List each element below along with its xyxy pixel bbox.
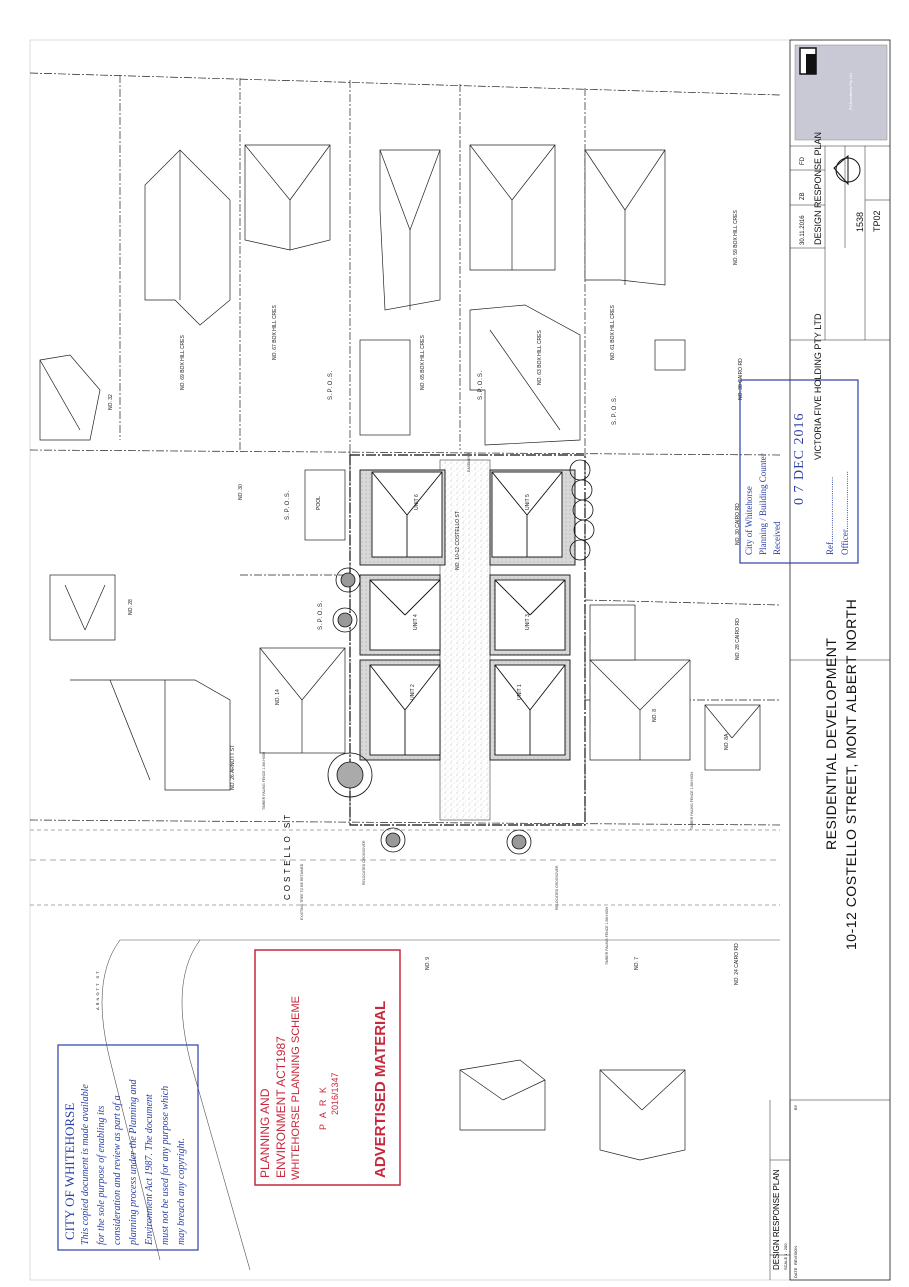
spos-label: S.P.O.S. [612,394,618,425]
advertised-app-no: 2016/1347 [330,1072,340,1115]
lot-label: NO. 28 CAIRO RD [735,618,741,660]
by-header: BY [793,1104,798,1110]
lot-label: NO. 8 [652,708,658,722]
lot-label: NO. 32 [108,394,114,410]
scale-label: SCALE 1 : 200 [783,1243,788,1270]
title-line-1: RESIDENTIAL DEVELOPMENT [823,637,839,850]
lot-label: NO. 7 [634,956,640,970]
copy-stamp-line: consideration and review as part of a [112,1095,123,1245]
lot-label: NO. 30 [238,484,244,500]
crossover-note: RELOCATED CROSSOVER [362,840,366,885]
advertised-line-1: PLANNING AND [258,1088,272,1178]
spos-label: S.P.O.S. [478,369,484,400]
title-line-2: 10-12 COSTELLO STREET, MONT ALBERT NORTH [843,598,859,950]
unit-label: UNIT 5 [525,494,531,510]
job-number: 1538 [855,211,865,232]
fence-note: TIMBER PALING FENCE 1.8M HIGH [605,906,609,965]
lot-label: NO. 38 CAIRO RD [738,358,744,400]
copy-stamp-line: may breach any copyright. [176,1138,187,1245]
advertised-stamp-frame [254,949,401,1186]
unit-label: UNIT 1 [517,684,523,700]
lot-label: NO. 24 CAIRO RD [734,943,740,985]
lot-label: NO. 14 [275,689,281,705]
copy-stamp-header: CITY OF WHITEHORSE [62,1102,77,1240]
lot-label: NO. 28 [128,599,134,615]
copy-stamp-line: This copied document is made available [80,1084,91,1245]
drawing-title: DESIGN RESPONSE PLAN [813,131,823,245]
advertised-app-label: P A R K [318,1085,328,1130]
spos-label: S.P.O.S. [318,599,324,630]
firm-name: Fd Architects Pty Ltd [848,73,853,110]
pool-label: POOL [316,496,322,510]
lot-label: NO. 65 BOX HILL CRES [420,335,426,390]
lot-label: NO. 67 BOX HILL CRES [272,305,278,360]
copy-stamp-line: must not be used for any purpose which [160,1085,171,1245]
site-lot-label: NO. 10-12 COSTELLO ST [455,511,461,570]
advertised-line-3: WHITEHORSE PLANNING SCHEME [290,996,302,1180]
side-street-label: ARNOTT ST [95,969,100,1010]
site-boundary [349,454,586,826]
received-stamp-date: 0 7 DEC 2016 [792,412,807,506]
unit-label: UNIT 6 [414,494,420,510]
north-arrow-icon [833,154,861,186]
lot-label: NO. 61 BOX HILL CRES [610,305,616,360]
sheet-number: TP02 [872,210,882,232]
received-stamp-ref: Ref............................. [825,476,835,555]
spos-label: S.P.O.S. [328,369,334,400]
lot-label: NO. 26 ARNOTT ST [230,744,236,790]
unit-label: UNIT 2 [410,684,416,700]
easement-note: EASEMENT [467,452,471,472]
driveway [439,459,491,821]
crossover-note: RELOCATED CROSSOVER [555,865,559,910]
checked-by: FD [800,157,806,165]
unit-label: UNIT 4 [413,614,419,630]
received-stamp-frame [739,379,859,564]
copy-stamp-frame [57,1044,199,1251]
lot-label: NO. 9 [425,956,431,970]
advertised-footer: ADVERTISED MATERIAL [372,1000,389,1178]
lot-label: NO. 59 BOX HILL CRES [733,210,739,265]
copy-stamp-line: Environment Act 1987. The document [144,1094,155,1245]
lot-label: NO. 69 BOX HILL CRES [180,335,186,390]
advertised-line-2: ENVIRONMENT ACT1987 [274,1036,288,1178]
lot-label: NO. 8A [724,733,730,750]
received-stamp-status: Received [772,521,782,555]
rev-header: REVISION [793,1245,798,1265]
received-stamp-officer: Officer.......................... [840,471,850,555]
drawn-by: ZB [800,192,806,200]
fence-note: TIMBER PALING FENCE 1.8M HIGH [262,751,266,810]
date-header: DATE [793,1267,798,1278]
lot-label: NO. 30 CAIRO RD [735,503,741,545]
received-stamp-dept: Planning / Building Counter [758,453,768,555]
tree-note: EXISTING TREE TO BE RETAINED [300,863,304,920]
unit-label: UNIT 3 [525,614,531,630]
copy-stamp-line: planning process under the Planning and [128,1079,139,1245]
received-stamp-org: City of Whitehorse [744,486,754,555]
fence-note: TIMBER PALING FENCE 1.8M HIGH [690,771,694,830]
lot-label: NO. 63 BOX HILL CRES [537,330,543,385]
tree-icons [327,459,595,855]
street-label: COSTELLO ST [283,811,292,900]
drawing-date: 30.11.2016 [800,215,806,245]
copy-stamp-line: for the sole purpose of enabling its [96,1105,107,1245]
client-name: VICTORIA FIVE HOLDING PTY LTD [813,313,823,460]
spos-label: S.P.O.S. [285,489,291,520]
plan-label: DESIGN RESPONSE PLAN [772,1169,781,1270]
